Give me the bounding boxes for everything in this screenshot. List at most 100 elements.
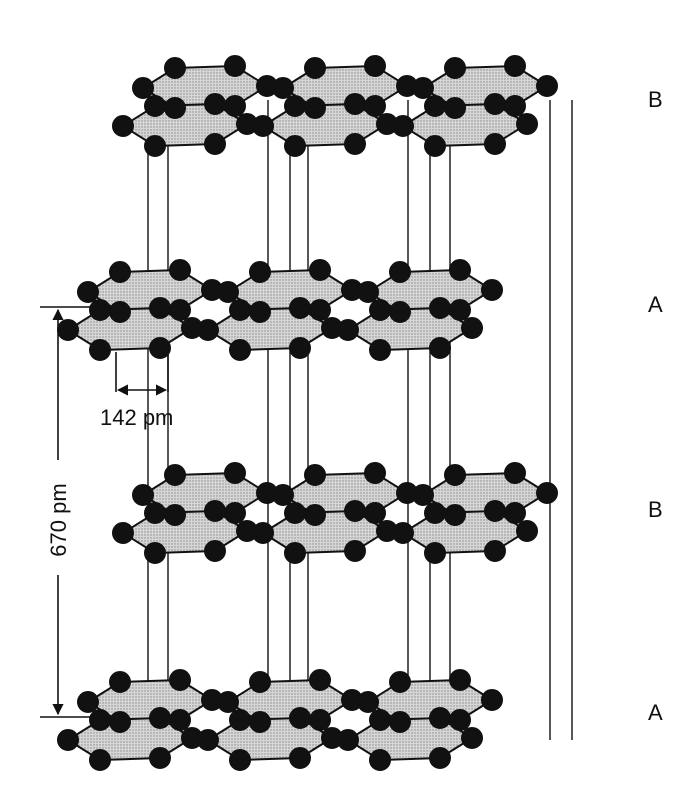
carbon-atom [57, 729, 79, 751]
carbon-atom [77, 691, 99, 713]
carbon-atom [344, 540, 366, 562]
carbon-atom [516, 113, 538, 135]
carbon-atom [357, 281, 379, 303]
carbon-atom [197, 729, 219, 751]
carbon-atom [149, 747, 171, 769]
carbon-atom [444, 97, 466, 119]
layer-label-upper-a: A [648, 292, 663, 317]
bond-length-dimension: 142 pm [100, 352, 173, 430]
graphene-layer-3 [112, 462, 558, 564]
carbon-atom [364, 462, 386, 484]
carbon-atom [444, 504, 466, 526]
graphene-layer-1 [112, 55, 558, 157]
carbon-atom [309, 259, 331, 281]
carbon-atom [429, 707, 451, 729]
carbon-atom [504, 502, 526, 524]
carbon-atom [357, 691, 379, 713]
carbon-atom [289, 747, 311, 769]
carbon-atom [481, 689, 503, 711]
carbon-atom [252, 115, 274, 137]
carbon-atom [204, 93, 226, 115]
carbon-atom [224, 502, 246, 524]
interlayer-distance-label: 670 pm [46, 483, 71, 556]
carbon-atom [77, 281, 99, 303]
carbon-atom [389, 261, 411, 283]
carbon-atom [169, 259, 191, 281]
carbon-atom [204, 133, 226, 155]
carbon-atom [392, 115, 414, 137]
carbon-atom [424, 542, 446, 564]
carbon-atom [389, 711, 411, 733]
carbon-atom [304, 57, 326, 79]
carbon-atom [229, 299, 251, 321]
carbon-atom [197, 319, 219, 341]
carbon-atom [204, 540, 226, 562]
carbon-atom [484, 133, 506, 155]
carbon-atom [424, 95, 446, 117]
layer-label-top-b: B [648, 87, 663, 112]
carbon-atom [149, 337, 171, 359]
carbon-atom [289, 297, 311, 319]
carbon-atom [364, 502, 386, 524]
layer-label-bottom-a: A [648, 700, 663, 725]
carbon-atom [504, 95, 526, 117]
carbon-atom [109, 671, 131, 693]
carbon-atom [461, 727, 483, 749]
graphene-layers [57, 55, 558, 771]
carbon-atom [449, 669, 471, 691]
carbon-atom [89, 749, 111, 771]
carbon-atom [484, 540, 506, 562]
interlayer-alignment-lines [147, 100, 573, 740]
carbon-atom [449, 259, 471, 281]
carbon-atom [504, 55, 526, 77]
carbon-atom [284, 502, 306, 524]
carbon-atom [132, 77, 154, 99]
carbon-atom [309, 299, 331, 321]
carbon-atom [424, 135, 446, 157]
carbon-atom [536, 482, 558, 504]
carbon-atom [516, 520, 538, 542]
carbon-atom [217, 691, 239, 713]
interlayer-distance-dimension: 670 pm [40, 306, 92, 718]
carbon-atom [169, 669, 191, 691]
carbon-atom [169, 299, 191, 321]
carbon-atom [412, 484, 434, 506]
carbon-atom [304, 464, 326, 486]
carbon-atom [389, 671, 411, 693]
carbon-atom [424, 502, 446, 524]
carbon-atom [389, 301, 411, 323]
carbon-atom [344, 93, 366, 115]
carbon-atom [284, 542, 306, 564]
carbon-atom [109, 261, 131, 283]
carbon-atom [109, 301, 131, 323]
carbon-atom [224, 95, 246, 117]
carbon-atom [344, 500, 366, 522]
carbon-atom [132, 484, 154, 506]
carbon-atom [144, 542, 166, 564]
carbon-atom [444, 57, 466, 79]
layer-label-lower-b: B [648, 497, 663, 522]
carbon-atom [249, 711, 271, 733]
carbon-atom [57, 319, 79, 341]
carbon-atom [249, 261, 271, 283]
carbon-atom [369, 299, 391, 321]
carbon-atom [164, 504, 186, 526]
carbon-atom [344, 133, 366, 155]
carbon-atom [224, 55, 246, 77]
graphene-layer-2 [57, 259, 503, 361]
carbon-atom [369, 709, 391, 731]
carbon-atom [164, 57, 186, 79]
carbon-atom [89, 299, 111, 321]
graphene-layer-4 [57, 669, 503, 771]
carbon-atom [309, 709, 331, 731]
carbon-atom [481, 279, 503, 301]
carbon-atom [229, 339, 251, 361]
carbon-atom [224, 462, 246, 484]
carbon-atom [204, 500, 226, 522]
carbon-atom [144, 502, 166, 524]
carbon-atom [337, 729, 359, 751]
carbon-atom [444, 464, 466, 486]
carbon-atom [429, 297, 451, 319]
bond-length-label: 142 pm [100, 405, 173, 430]
